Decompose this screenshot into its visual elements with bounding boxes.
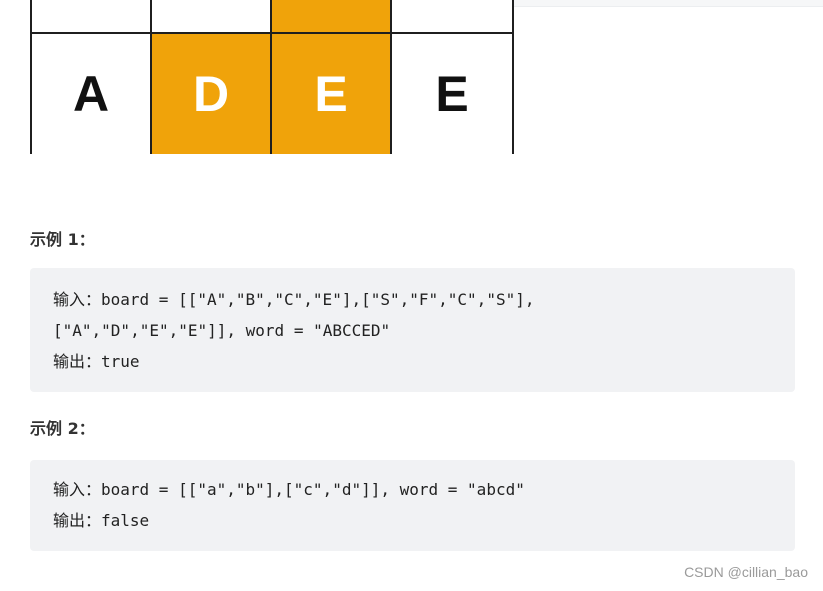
- example-1-code-block: 输入：board = [["A","B","C","E"],["S","F","…: [30, 268, 795, 392]
- grid-cell: E: [392, 34, 512, 154]
- board-grid: A D E E: [30, 0, 514, 154]
- code-line: 输出：true: [53, 352, 140, 371]
- code-line: 输入：board = [["a","b"],["c","d"]], word =…: [53, 480, 525, 499]
- grid-cell: [392, 0, 512, 34]
- grid-cell-highlighted: D: [152, 34, 272, 154]
- code-line: 输入：board = [["A","B","C","E"],["S","F","…: [53, 290, 535, 309]
- watermark: CSDN @cillian_bao: [684, 564, 808, 580]
- example-2-heading: 示例 2：: [30, 419, 95, 438]
- code-line: 输出：false: [53, 511, 150, 530]
- grid-cell: [152, 0, 272, 34]
- grid-cell-highlighted: E: [272, 34, 392, 154]
- code-line: ["A","D","E","E"]], word = "ABCCED": [53, 321, 391, 340]
- example-2-code-block: 输入：board = [["a","b"],["c","d"]], word =…: [30, 460, 795, 551]
- grid-cell: A: [32, 34, 152, 154]
- grid-cell: [32, 0, 152, 34]
- grid-cell-highlighted: [272, 0, 392, 34]
- example-1-heading: 示例 1：: [30, 230, 95, 249]
